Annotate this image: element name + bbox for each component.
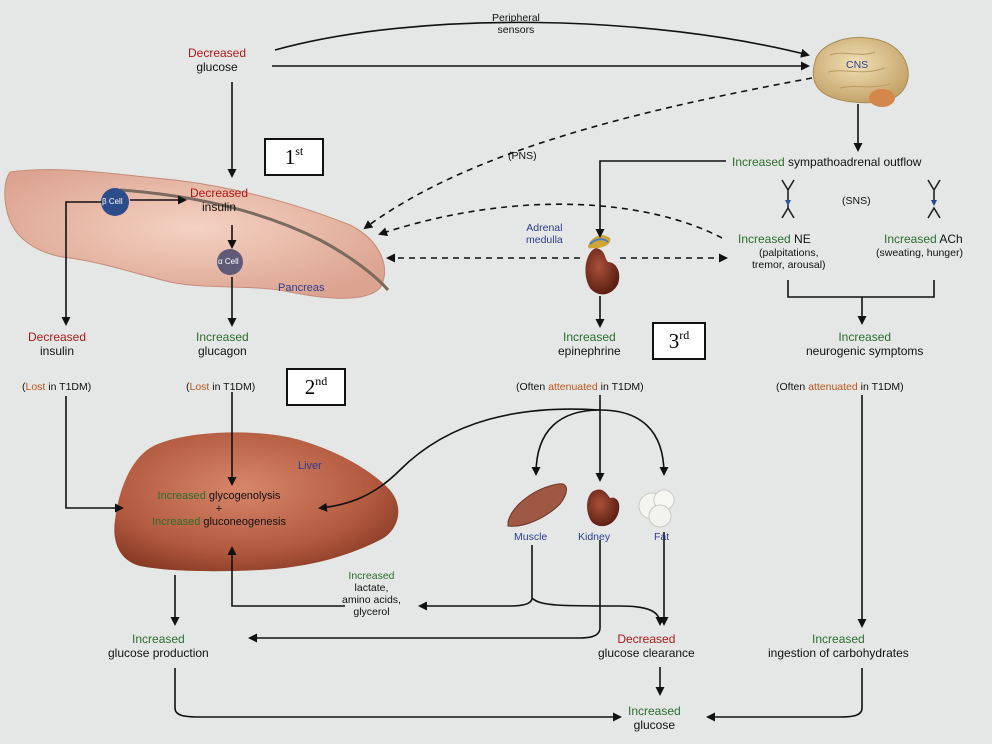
kidney-label: Kidney bbox=[578, 531, 610, 543]
decreased-insulin-center-label: Decreased insulin bbox=[190, 186, 248, 214]
increased-carbohydrate-ingestion-label: Increased ingestion of carbohydrates bbox=[768, 632, 909, 660]
pns-label: (PNS) bbox=[508, 150, 537, 162]
cns-label: CNS bbox=[846, 59, 868, 71]
alpha-cell-label: α Cell bbox=[218, 256, 239, 268]
peripheral-sensors-label: Peripheral sensors bbox=[492, 12, 540, 36]
epinephrine-attenuated-note: (Often attenuated in T1DM) bbox=[516, 381, 644, 393]
step-third-box: 3rd bbox=[652, 322, 706, 360]
ne-effects-label: (palpitations, tremor, arousal) bbox=[752, 247, 826, 271]
sns-label: (SNS) bbox=[842, 195, 871, 207]
substrates-label: Increased lactate, amino acids, glycerol bbox=[342, 570, 401, 618]
neurogenic-attenuated-note: (Often attenuated in T1DM) bbox=[776, 381, 904, 393]
sympathoadrenal-outflow-label: Increased sympathoadrenal outflow bbox=[732, 155, 921, 169]
decreased-glucose-clearance-label: Decreased glucose clearance bbox=[598, 632, 695, 660]
increased-neurogenic-label: Increased neurogenic symptoms bbox=[806, 330, 923, 358]
lost-insulin-note: (Lost in T1DM) bbox=[22, 381, 91, 393]
muscle-label: Muscle bbox=[514, 531, 547, 543]
pancreas-label: Pancreas bbox=[278, 282, 324, 294]
lost-glucagon-note: (Lost in T1DM) bbox=[186, 381, 255, 393]
increased-glucose-label: Increased glucose bbox=[628, 704, 681, 732]
beta-cell-label: β Cell bbox=[102, 196, 123, 208]
decreased-glucose-label: Decreased glucose bbox=[188, 46, 246, 74]
increased-glucagon-label: Increased glucagon bbox=[196, 330, 249, 358]
liver-process-labels: Increased glycogenolysis + Increased glu… bbox=[152, 490, 286, 529]
step-first-box: 1st bbox=[264, 138, 324, 176]
increased-glucose-production-label: Increased glucose production bbox=[108, 632, 209, 660]
step-second-box: 2nd bbox=[286, 368, 346, 406]
liver-label: Liver bbox=[298, 460, 322, 472]
ach-effects-label: (sweating, hunger) bbox=[876, 247, 963, 259]
increased-ach-label: Increased ACh bbox=[884, 232, 963, 246]
increased-epinephrine-label: Increased epinephrine bbox=[558, 330, 621, 358]
increased-ne-label: Increased NE bbox=[738, 232, 811, 246]
fat-label: Fat bbox=[654, 531, 669, 543]
decreased-insulin-label: Decreased insulin bbox=[28, 330, 86, 358]
adrenal-medulla-label: Adrenal medulla bbox=[526, 222, 563, 246]
